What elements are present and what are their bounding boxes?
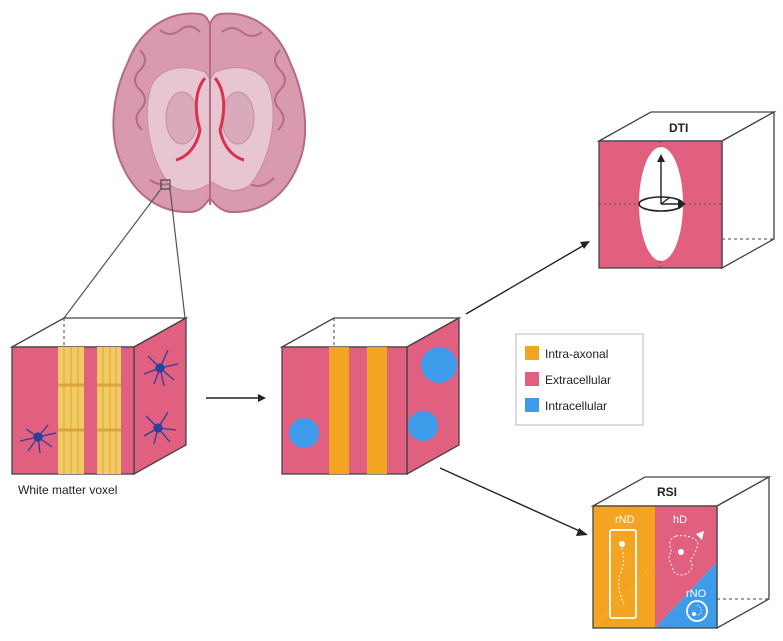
- dti-cube: [596, 110, 777, 270]
- intra-axonal-band-2: [367, 347, 387, 474]
- legend-swatch-intracellular: [525, 398, 539, 412]
- axon-bundle-1: [58, 347, 84, 474]
- hd-label: hD: [673, 514, 687, 526]
- legend-label-intra-axonal: Intra-axonal: [545, 347, 608, 361]
- intra-axonal-band-1: [329, 347, 349, 474]
- brain-basal-ganglia-left: [165, 91, 199, 145]
- intracellular-circle-front: [289, 418, 319, 448]
- arrow-voxel-to-model: [206, 394, 266, 402]
- brain-illustration: [112, 12, 307, 214]
- rnd-label: rND: [615, 514, 635, 526]
- rnd-cylinder: [609, 529, 637, 619]
- legend-label-extracellular: Extracellular: [545, 373, 611, 387]
- brain-basal-ganglia-right: [221, 91, 255, 145]
- brain-cortex-folds: [134, 25, 286, 192]
- intracellular-circle-side-bottom: [408, 411, 438, 441]
- hd-blob: [668, 535, 699, 576]
- legend-swatch-extracellular: [525, 372, 539, 386]
- brain-ventricle-right: [213, 77, 245, 162]
- voxel-sample-square: [160, 179, 171, 190]
- rsi-label: RSI: [657, 485, 677, 499]
- dti-label: DTI: [669, 121, 688, 135]
- intracellular-circle-side-top: [421, 347, 457, 383]
- rsi-restricted-lower: [593, 562, 655, 628]
- legend-label-intracellular: Intracellular: [545, 399, 607, 413]
- glial-cell-front: [19, 424, 57, 454]
- arrow-to-dti: [465, 241, 590, 315]
- rsi-cube: [590, 475, 772, 630]
- rsi-isotropic-region: [655, 562, 717, 628]
- arrow-to-rsi: [439, 467, 588, 536]
- rsi-restricted-region: [593, 506, 655, 628]
- legend: Intra-axonal Extracellular Intracellular: [515, 333, 644, 426]
- simplified-voxel-cube: [279, 316, 462, 476]
- rno-sphere: [686, 600, 708, 622]
- legend-swatch-intra-axonal: [525, 346, 539, 360]
- rno-label: rNO: [686, 588, 707, 600]
- white-matter-voxel-label: White matter voxel: [18, 483, 117, 497]
- brain-ventricle-left: [175, 77, 207, 162]
- axon-bundle-2: [97, 347, 121, 474]
- zoom-lines: [63, 188, 186, 319]
- glial-cell-side-bottom: [143, 411, 177, 445]
- glial-cell-side-top: [143, 349, 179, 387]
- white-matter-voxel-cube: [9, 316, 189, 476]
